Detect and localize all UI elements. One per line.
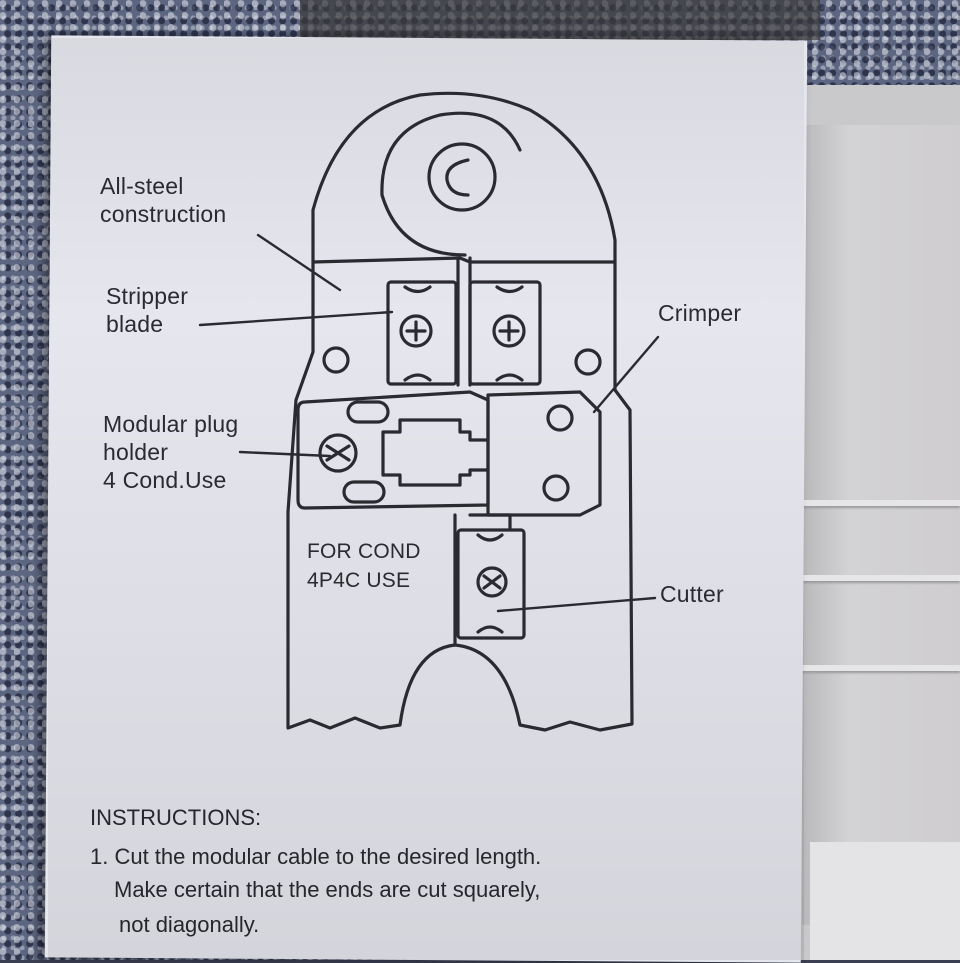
- label-line: blade: [106, 311, 164, 337]
- label-line: Stripper: [106, 283, 189, 309]
- blade-screw-slot: [498, 320, 520, 342]
- center-slot: [456, 256, 472, 387]
- leader-crimper: [592, 335, 660, 414]
- pivot-bolt-icon: [427, 142, 497, 212]
- plug-cavity: [381, 418, 490, 487]
- instruction-step-1-line-1: 1. Cut the modular cable to the desired …: [90, 844, 542, 869]
- label-line: 4 Cond.Use: [103, 467, 227, 493]
- instruction-step-1-line-2: Make certain that the ends are cut squar…: [114, 877, 541, 902]
- board-groove: [798, 575, 960, 581]
- blade-screw-icon: [492, 314, 526, 348]
- tool-body-outline: [286, 91, 634, 732]
- label-line: holder: [103, 439, 169, 465]
- board-groove: [798, 665, 960, 671]
- crimper-hole-icon: [542, 474, 570, 502]
- head-line: [311, 256, 617, 264]
- cutter-notch: [476, 533, 504, 634]
- cutter-screw-slot: [482, 574, 502, 590]
- instructions-heading: INSTRUCTIONS:: [90, 805, 262, 830]
- leader-all-steel: [256, 233, 342, 292]
- cutter-plate: [456, 528, 526, 640]
- leader-modular: [238, 450, 332, 458]
- holder-screw-slot: [325, 444, 351, 462]
- holder-slot: [346, 400, 390, 424]
- cutter-guide: [453, 513, 512, 647]
- label-cutter: Cutter: [660, 581, 724, 607]
- label-line: construction: [100, 201, 227, 227]
- leader-stripper: [198, 310, 394, 327]
- label-line: 4P4C USE: [307, 569, 411, 592]
- cutter-screw-icon: [476, 566, 508, 598]
- case-top-edge: [300, 0, 820, 40]
- holder-slot: [342, 480, 386, 504]
- plastic-case-board: [790, 85, 960, 960]
- pivot-bolt-mark: [445, 158, 470, 197]
- blade-screw-icon: [399, 314, 433, 348]
- label-line: Modular plug: [103, 411, 239, 437]
- body-hole-icon: [322, 346, 350, 374]
- holder-screw-icon: [318, 433, 358, 473]
- blade-notch: [403, 285, 524, 382]
- label-all-steel: All-steel construction: [100, 172, 226, 228]
- blade-screw-slot: [405, 320, 427, 342]
- leader-cutter: [496, 596, 657, 613]
- label-crimper: Crimper: [658, 300, 742, 326]
- plug-holder-plate: [296, 390, 490, 510]
- stripper-blade-right: [468, 280, 542, 386]
- label-modular-plug-holder: Modular plug holder 4 Cond.Use: [103, 410, 238, 494]
- head-arc: [380, 111, 522, 257]
- body-hole-icon: [574, 348, 602, 376]
- label-for-cond: FOR COND 4P4C USE: [307, 537, 421, 595]
- label-line: FOR COND: [307, 540, 421, 563]
- board-lower-panel: [810, 842, 960, 960]
- stripper-blade-left: [386, 280, 458, 386]
- instruction-step-1-line-3: not diagonally.: [119, 912, 260, 937]
- crimper-hole-icon: [546, 404, 574, 432]
- board-groove: [798, 500, 960, 506]
- board-panel: [802, 125, 960, 925]
- label-line: All-steel: [100, 173, 184, 199]
- crimper-die: [486, 390, 602, 517]
- label-stripper-blade: Stripper blade: [106, 282, 188, 338]
